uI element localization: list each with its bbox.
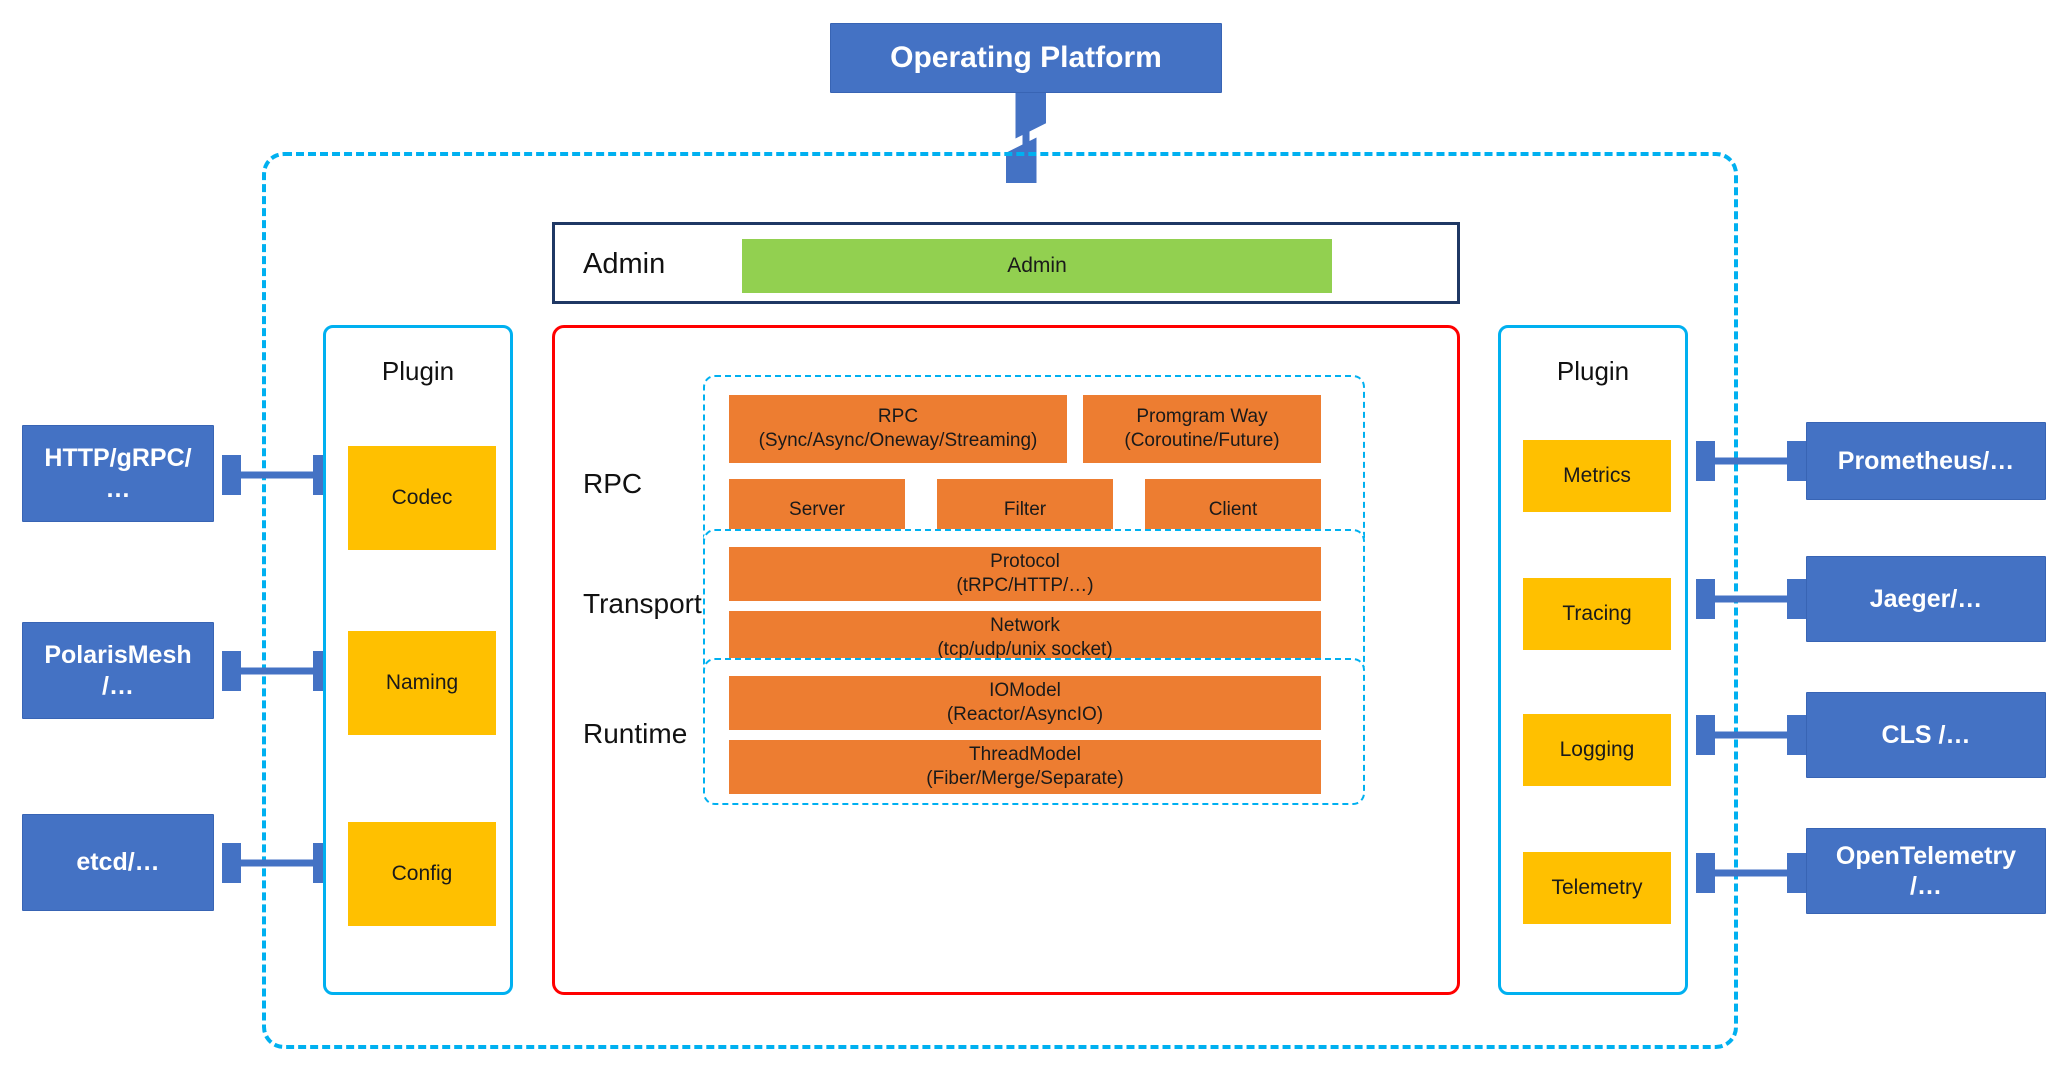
operating-platform-box[interactable]: Operating Platform	[830, 23, 1222, 93]
runtime-block-iomodel-label: IOModel (Reactor/AsyncIO)	[946, 680, 1104, 725]
arrow-logging-cls-icon	[1696, 715, 1806, 755]
plugin-item-telemetry-label: Telemetry	[1551, 876, 1643, 899]
external-opentelemetry-label: OpenTelemetry /…	[1835, 841, 2017, 901]
plugin-item-logging-label: Logging	[1559, 738, 1635, 761]
transport-block-protocol[interactable]: Protocol (tRPC/HTTP/…)	[729, 547, 1321, 601]
rpc-block-server-label: Server	[789, 499, 845, 521]
external-http-grpc-box[interactable]: HTTP/gRPC/ …	[22, 425, 214, 522]
external-cls-label: CLS /…	[1881, 720, 1971, 749]
arrow-tracing-jaeger-icon	[1696, 579, 1806, 619]
rpc-block-rpc-label: RPC (Sync/Async/Oneway/Streaming)	[758, 406, 1038, 451]
plugin-item-naming-label: Naming	[385, 671, 459, 694]
runtime-block-iomodel[interactable]: IOModel (Reactor/AsyncIO)	[729, 676, 1321, 730]
right-plugin-title: Plugin	[1556, 356, 1630, 386]
rpc-block-program-way-label: Promgram Way (Coroutine/Future)	[1124, 406, 1280, 451]
core-framework-box: RPC RPC (Sync/Async/Oneway/Streaming) Pr…	[552, 325, 1460, 995]
rpc-block-filter-label: Filter	[1003, 499, 1047, 521]
admin-bar-label: Admin	[1007, 254, 1067, 277]
section-label-runtime: Runtime	[583, 718, 688, 749]
plugin-item-metrics-label: Metrics	[1563, 464, 1631, 487]
rpc-block-program-way[interactable]: Promgram Way (Coroutine/Future)	[1083, 395, 1321, 463]
section-label-transport: Transport	[583, 588, 702, 619]
arrow-etcd-config-icon	[222, 843, 332, 883]
operating-platform-label: Operating Platform	[890, 40, 1162, 74]
plugin-item-metrics[interactable]: Metrics	[1523, 440, 1671, 512]
external-etcd-label: etcd/…	[76, 848, 160, 877]
right-plugin-column: Plugin Metrics Tracing Logging Telemetry	[1498, 325, 1688, 995]
transport-block-protocol-label: Protocol (tRPC/HTTP/…)	[956, 551, 1094, 596]
admin-bar[interactable]: Admin	[742, 239, 1332, 293]
plugin-item-tracing-label: Tracing	[1562, 602, 1632, 625]
admin-frame: Admin Admin	[552, 222, 1460, 304]
runtime-block-threadmodel[interactable]: ThreadModel (Fiber/Merge/Separate)	[729, 740, 1321, 794]
rpc-block-rpc[interactable]: RPC (Sync/Async/Oneway/Streaming)	[729, 395, 1067, 463]
plugin-item-tracing[interactable]: Tracing	[1523, 578, 1671, 650]
plugin-item-naming[interactable]: Naming	[348, 631, 496, 735]
left-plugin-title: Plugin	[381, 356, 455, 386]
rpc-group: RPC (Sync/Async/Oneway/Streaming) Promgr…	[703, 375, 1365, 557]
arrow-polaris-naming-icon	[222, 651, 332, 691]
platform-framework-arrow-icon	[1006, 93, 1046, 183]
transport-block-network-label: Network (tcp/udp/unix socket)	[937, 615, 1113, 660]
left-plugin-column: Plugin Codec Naming Config	[323, 325, 513, 995]
external-prometheus-box[interactable]: Prometheus/…	[1806, 422, 2046, 500]
plugin-item-config-label: Config	[391, 862, 453, 885]
plugin-item-telemetry[interactable]: Telemetry	[1523, 852, 1671, 924]
plugin-item-codec[interactable]: Codec	[348, 446, 496, 550]
external-etcd-box[interactable]: etcd/…	[22, 814, 214, 911]
external-opentelemetry-box[interactable]: OpenTelemetry /…	[1806, 828, 2046, 914]
rpc-block-client-label: Client	[1208, 499, 1258, 521]
arrow-http-codec-icon	[222, 455, 332, 495]
runtime-group: IOModel (Reactor/AsyncIO) ThreadModel (F…	[703, 658, 1365, 805]
external-jaeger-box[interactable]: Jaeger/…	[1806, 556, 2046, 642]
admin-row-label: Admin	[583, 248, 666, 280]
external-prometheus-label: Prometheus/…	[1837, 446, 2015, 475]
external-http-grpc-label: HTTP/gRPC/ …	[44, 444, 192, 503]
transport-group: Protocol (tRPC/HTTP/…) Network (tcp/udp/…	[703, 529, 1365, 676]
arrow-metrics-prometheus-icon	[1696, 441, 1806, 481]
section-label-rpc: RPC	[583, 468, 643, 499]
plugin-item-logging[interactable]: Logging	[1523, 714, 1671, 786]
external-polarismesh-label: PolarisMesh /…	[44, 641, 192, 700]
plugin-item-config[interactable]: Config	[348, 822, 496, 926]
runtime-block-threadmodel-label: ThreadModel (Fiber/Merge/Separate)	[926, 744, 1124, 789]
plugin-item-codec-label: Codec	[391, 486, 453, 509]
arrow-telemetry-opentelemetry-icon	[1696, 853, 1806, 893]
external-cls-box[interactable]: CLS /…	[1806, 692, 2046, 778]
external-jaeger-label: Jaeger/…	[1869, 584, 1983, 613]
transport-block-network[interactable]: Network (tcp/udp/unix socket)	[729, 611, 1321, 665]
external-polarismesh-box[interactable]: PolarisMesh /…	[22, 622, 214, 719]
